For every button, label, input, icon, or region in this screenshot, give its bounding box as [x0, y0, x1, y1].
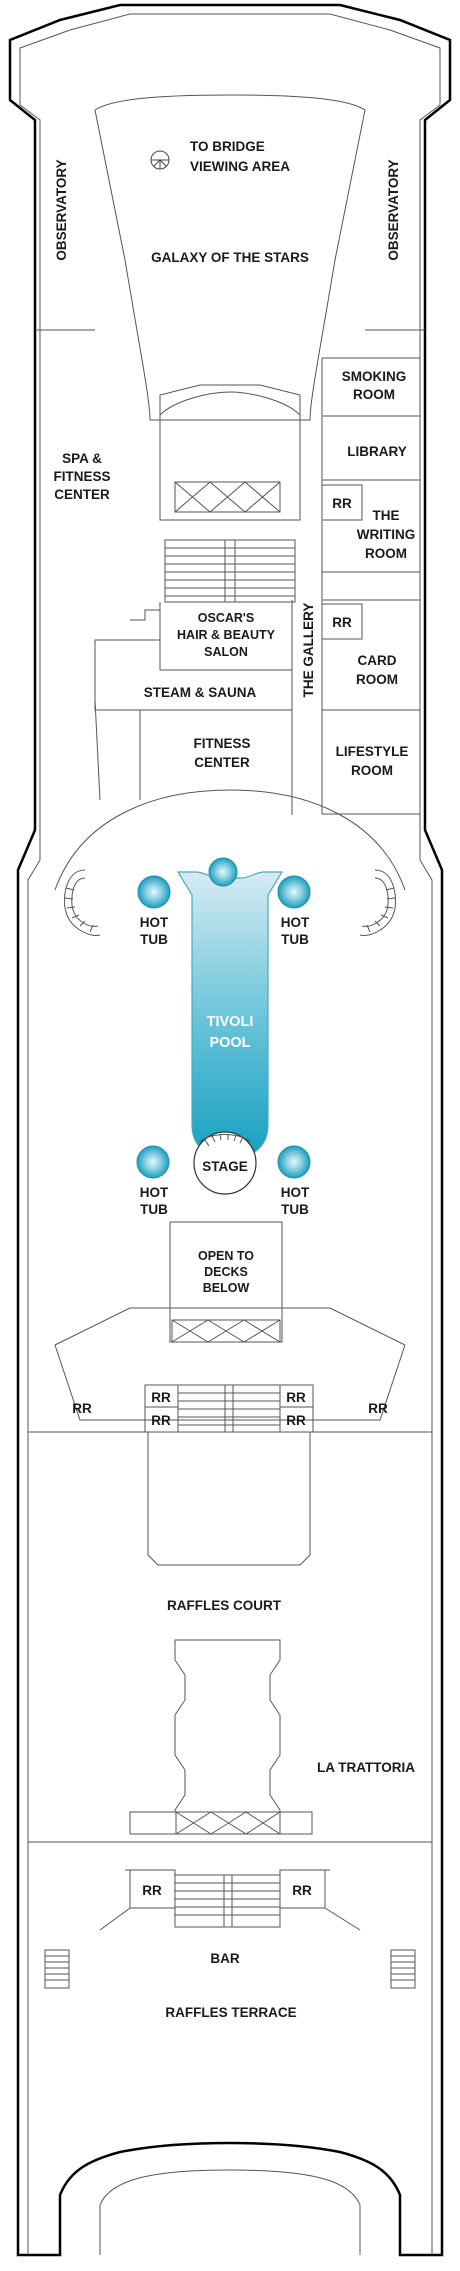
buffet-island [129, 1639, 313, 1835]
lifestyle-room-label-line1: LIFESTYLE [336, 744, 409, 759]
salon-label-line1: OSCAR'S [198, 611, 254, 625]
bridge-viewing-label-line2: VIEWING AREA [190, 159, 290, 174]
hot-tub-label-ar-1: HOT [281, 1185, 310, 1200]
galaxy-of-the-stars-room [94, 94, 366, 421]
rr-label-stair-tr: RR [286, 1390, 306, 1405]
hot-tub-label-fr-2: TUB [281, 932, 309, 947]
fitness-center-label-line2: CENTER [194, 755, 250, 770]
hot-tub-forward-left [137, 875, 171, 909]
inner-hull-line [19, 13, 441, 860]
hot-tub-label-fr-1: HOT [281, 915, 310, 930]
raffles-court-label: RAFFLES COURT [167, 1598, 282, 1613]
library-label: LIBRARY [347, 444, 407, 459]
rr-label-stair-br: RR [286, 1413, 306, 1428]
open-to-decks-label-line3: BELOW [203, 1281, 250, 1295]
rr-label-stair-bl: RR [151, 1413, 171, 1428]
hot-tub-label-al-1: HOT [140, 1185, 169, 1200]
hot-tub-label-fl-2: TUB [140, 932, 168, 947]
spa-label-line2: FITNESS [53, 469, 110, 484]
observatory-left-label: OBSERVATORY [54, 159, 69, 260]
writing-room-label-line3: ROOM [365, 546, 407, 561]
pool-deck-dome [54, 789, 406, 891]
rr-label-mid-left: RR [72, 1401, 92, 1416]
stairwell-aft [99, 1869, 361, 1931]
lifestyle-room-label-line2: ROOM [351, 763, 393, 778]
stage-label: STAGE [202, 1159, 248, 1174]
fitness-center-room [139, 710, 293, 800]
stairwell-mid [144, 1384, 314, 1433]
stage [193, 1131, 257, 1195]
side-stair-left-icon [44, 1949, 70, 1989]
la-trattoria-label: LA TRATTORIA [317, 1760, 415, 1775]
the-gallery-label: THE GALLERY [301, 603, 316, 698]
spiral-stair-right-icon [359, 869, 397, 937]
spiral-stair-left-icon [63, 869, 101, 937]
hot-tub-label-fl-1: HOT [140, 915, 169, 930]
open-to-decks-label-line1: OPEN TO [198, 1249, 254, 1263]
mid-bulkhead [54, 1307, 406, 1346]
observatory-right-label: OBSERVATORY [386, 159, 401, 260]
raffles-court-buffet [147, 1432, 311, 1566]
tivoli-pool-label-line2: POOL [209, 1035, 250, 1051]
smoking-room-label-line2: ROOM [353, 387, 395, 402]
side-stair-right-icon [390, 1949, 416, 1989]
hot-tub-label-ar-2: TUB [281, 1202, 309, 1217]
writing-room [321, 479, 421, 573]
rr-label-aft-right: RR [292, 1883, 312, 1898]
card-room-label-line1: CARD [358, 653, 397, 668]
rr-label-stair-tl: RR [151, 1390, 171, 1405]
hot-tub-forward-right [277, 875, 311, 909]
stern-curve [99, 2169, 361, 2255]
writing-room-label-line2: WRITING [357, 527, 416, 542]
hot-tub-aft-right [277, 1145, 311, 1179]
hot-tub-aft-left [136, 1145, 170, 1179]
salon-label-line3: SALON [204, 645, 248, 659]
rr-label-card: RR [332, 615, 352, 630]
card-room-label-line2: ROOM [356, 672, 398, 687]
rr-label-mid-right: RR [368, 1401, 388, 1416]
steam-sauna-label: STEAM & SAUNA [144, 685, 257, 700]
rr-label-aft-left: RR [142, 1883, 162, 1898]
stairwell-forward [164, 539, 296, 603]
hot-tub-label-al-2: TUB [140, 1202, 168, 1217]
hot-tub-forward-center [208, 857, 238, 887]
salon-label-line2: HAIR & BEAUTY [177, 628, 276, 642]
smoking-room-label-line1: SMOKING [342, 369, 407, 384]
tivoli-pool-label-line1: TIVOLI [207, 1014, 254, 1030]
spiral-stair-icon [150, 150, 170, 170]
bridge-viewing-label-line1: TO BRIDGE [190, 139, 265, 154]
lifestyle-room [321, 709, 421, 815]
rr-label-writing: RR [332, 496, 352, 511]
galaxy-of-the-stars-label: GALAXY OF THE STARS [151, 250, 309, 265]
bar-label: BAR [210, 1951, 239, 1966]
spa-label-line3: CENTER [54, 487, 110, 502]
raffles-terrace-label: RAFFLES TERRACE [165, 2005, 296, 2020]
fitness-center-label-line1: FITNESS [193, 736, 250, 751]
writing-room-label-line1: THE [373, 508, 400, 523]
spa-label-line1: SPA & [62, 451, 102, 466]
open-to-decks-label-line2: DECKS [204, 1265, 248, 1279]
